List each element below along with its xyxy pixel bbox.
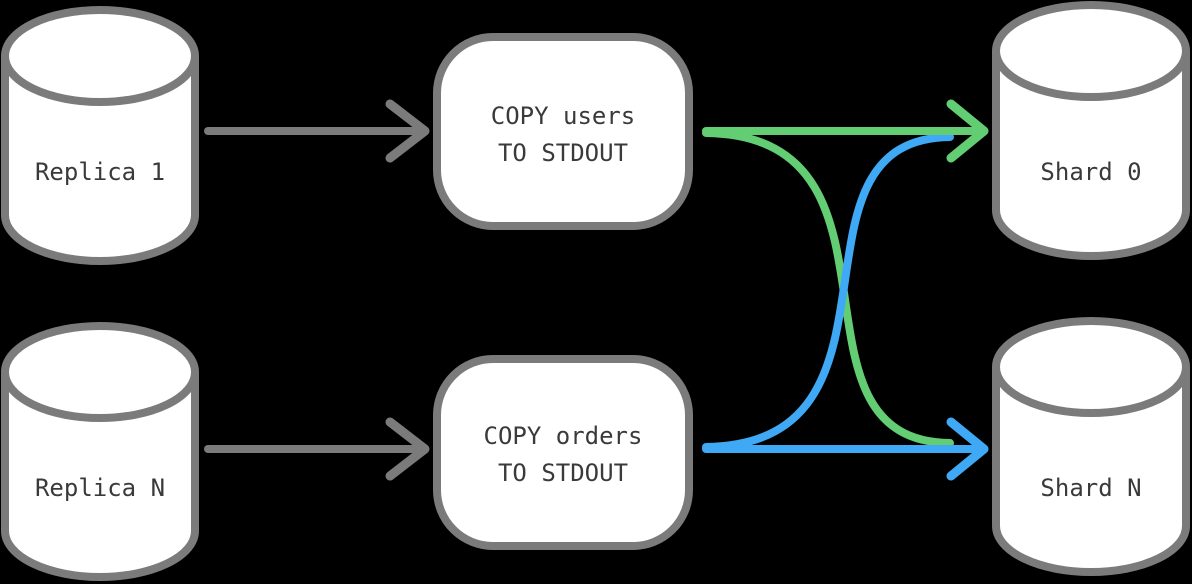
cylinder-top bbox=[1, 6, 199, 106]
node-copy-users-label-line2: TO STDOUT bbox=[498, 139, 628, 167]
cylinder-top bbox=[992, 317, 1190, 417]
users-arrowhead-icon bbox=[946, 99, 989, 163]
users-cross-curve bbox=[702, 129, 954, 447]
edge-copy-orders-to-shard-n bbox=[702, 417, 989, 481]
edge-copy-orders-to-shard-0 bbox=[702, 133, 954, 451]
node-shard-n: Shard N bbox=[992, 317, 1190, 576]
node-replica-n-label: Replica N bbox=[35, 474, 165, 502]
node-replica-1-label: Replica 1 bbox=[35, 158, 165, 186]
cylinder-body bbox=[1, 372, 199, 581]
node-copy-orders-label-line1: COPY orders bbox=[484, 422, 643, 450]
cylinder-top bbox=[992, 1, 1190, 101]
node-shard-n-label: Shard N bbox=[1040, 474, 1141, 502]
node-copy-users: COPY users TO STDOUT bbox=[433, 33, 693, 230]
node-copy-orders-label-line2: TO STDOUT bbox=[498, 459, 628, 487]
cylinder-top bbox=[1, 322, 199, 422]
cylinder-body bbox=[1, 56, 199, 265]
node-shard-0: Shard 0 bbox=[992, 1, 1190, 260]
orders-cross-curve bbox=[702, 133, 954, 451]
edge-copy-users-to-shard-0 bbox=[702, 99, 989, 163]
edge-replica-1-to-copy-users bbox=[204, 99, 430, 163]
node-replica-n: Replica N bbox=[1, 322, 199, 581]
edge-replica-n-to-copy-orders bbox=[204, 417, 430, 481]
cylinder-body bbox=[992, 51, 1190, 260]
node-copy-users-label-line1: COPY users bbox=[491, 102, 636, 130]
node-shard-0-label: Shard 0 bbox=[1040, 158, 1141, 186]
process-box bbox=[433, 33, 693, 230]
cylinder-body bbox=[992, 367, 1190, 576]
node-replica-1: Replica 1 bbox=[1, 6, 199, 265]
edge-copy-users-to-shard-n bbox=[702, 129, 954, 447]
orders-arrowhead-icon bbox=[946, 417, 989, 481]
replica-1-arrowhead-icon bbox=[385, 99, 430, 163]
node-copy-orders: COPY orders TO STDOUT bbox=[433, 355, 693, 550]
process-box bbox=[433, 355, 693, 550]
replica-n-arrowhead-icon bbox=[385, 417, 430, 481]
